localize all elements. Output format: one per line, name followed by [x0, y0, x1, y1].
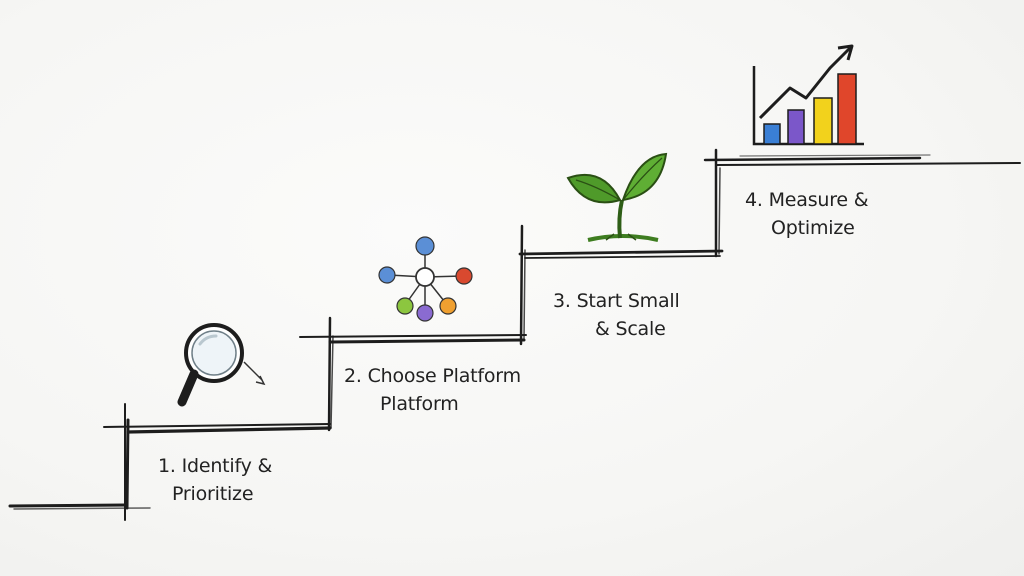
step-2-label: 2. Choose Platform Platform — [344, 362, 521, 418]
growth-chart-icon — [752, 44, 864, 146]
step-4-title: 4. Measure & — [745, 189, 869, 211]
magnifier-icon — [177, 323, 266, 407]
network-icon — [378, 236, 473, 322]
step-2-title: 2. Choose Platform — [344, 365, 521, 387]
step-2-subtitle: Platform — [380, 393, 459, 415]
step-3-label: 3. Start Small & Scale — [553, 287, 680, 343]
step-1-label: 1. Identify & Prioritize — [158, 452, 272, 508]
sprout-icon — [566, 152, 668, 242]
step-3-subtitle: & Scale — [595, 318, 666, 340]
step-1-subtitle: Prioritize — [172, 483, 254, 505]
step-4-label: 4. Measure & Optimize — [745, 186, 869, 242]
step-1-title: 1. Identify & — [158, 455, 273, 477]
step-3-title: 3. Start Small — [553, 290, 680, 312]
step-4-subtitle: Optimize — [771, 217, 855, 239]
